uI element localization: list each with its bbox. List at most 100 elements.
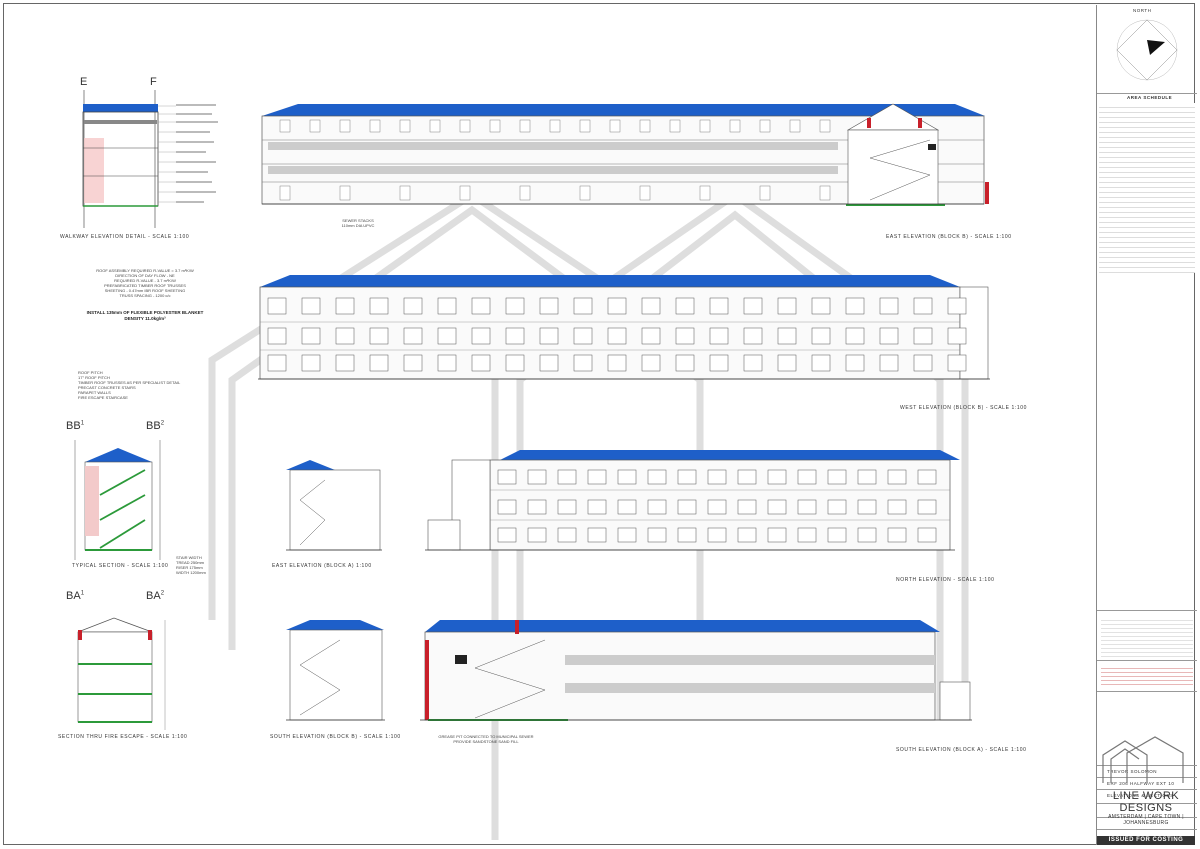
window: [557, 499, 577, 515]
east-elevation-block-a: [286, 460, 382, 551]
typical-notes: ROOF PITCH 17° ROOF PITCH TIMBER ROOF TR…: [78, 370, 181, 400]
window: [505, 327, 525, 345]
window: [471, 327, 491, 345]
window: [709, 354, 729, 372]
revision-table: [1101, 665, 1193, 687]
window: [845, 297, 865, 315]
window: [811, 327, 831, 345]
drawing-sheet: [3, 3, 1195, 845]
window: [917, 499, 937, 515]
window: [707, 469, 727, 485]
company-name: LINE WORK DESIGNS: [1112, 790, 1180, 814]
window: [675, 327, 695, 345]
window: [497, 527, 517, 543]
window: [647, 469, 667, 485]
caption-walkway: WALKWAY ELEVATION DETAIL - SCALE 1:100: [60, 234, 190, 240]
east-elevation-block-b: [261, 103, 989, 206]
window: [857, 527, 877, 543]
window: [797, 527, 817, 543]
window: [707, 499, 727, 515]
window: [857, 499, 877, 515]
window: [573, 327, 593, 345]
window: [403, 327, 423, 345]
window: [887, 469, 907, 485]
north-compass: [1116, 19, 1178, 81]
window: [587, 469, 607, 485]
section-bb1-label: BB1: [66, 420, 85, 432]
window: [607, 327, 627, 345]
caption-section-fire: SECTION THRU FIRE ESCAPE - SCALE 1:100: [58, 734, 188, 740]
window: [767, 499, 787, 515]
gridline-e-label: E: [80, 76, 88, 88]
window: [369, 327, 389, 345]
window: [777, 297, 797, 315]
revision-notes: [1101, 617, 1193, 657]
window: [917, 469, 937, 485]
window: [947, 354, 967, 372]
window: [737, 469, 757, 485]
typical-section: [74, 440, 161, 560]
caption-west: WEST ELEVATION (BLOCK B) - SCALE 1:100: [900, 405, 1027, 411]
window: [677, 527, 697, 543]
window: [647, 527, 667, 543]
window: [743, 297, 763, 315]
window: [913, 354, 933, 372]
caption-typical-section: TYPICAL SECTION - SCALE 1:100: [72, 563, 169, 569]
window: [557, 469, 577, 485]
window: [641, 354, 661, 372]
window: [301, 327, 321, 345]
window: [797, 469, 817, 485]
drawing-title: ELEVATIONS & SECTIONS: [1107, 793, 1174, 798]
sewer-south-note: GREASE PIT CONNECTED TO MUNICIPAL SEWER …: [438, 734, 534, 744]
window: [369, 297, 389, 315]
gridline-f-label: F: [150, 76, 157, 88]
company-cities: AMSTERDAM | CAPE TOWN | JOHANNESBURG: [1108, 814, 1184, 826]
window: [887, 527, 907, 543]
window: [827, 469, 847, 485]
window: [767, 469, 787, 485]
window: [573, 354, 593, 372]
window: [505, 354, 525, 372]
window: [527, 469, 547, 485]
south-elevation-block-a: [420, 620, 972, 721]
window: [677, 499, 697, 515]
window: [539, 327, 559, 345]
window: [845, 354, 865, 372]
window: [335, 297, 355, 315]
section-fire-escape: [77, 617, 166, 730]
window: [437, 297, 457, 315]
window: [845, 327, 865, 345]
walkway-elevation: [82, 90, 218, 228]
section-notes: STAIR WIDTH TREAD 250mm RISER 175mm WIDT…: [176, 555, 206, 575]
window: [947, 297, 967, 315]
window: [437, 327, 457, 345]
window: [369, 354, 389, 372]
window: [675, 297, 695, 315]
window: [505, 297, 525, 315]
window: [573, 297, 593, 315]
sewer-east-note: SEWER STACKS 110mm DIA UPVC: [341, 218, 375, 228]
schedule-title: AREA SCHEDULE: [1127, 95, 1173, 100]
window: [641, 297, 661, 315]
window: [403, 297, 423, 315]
window: [879, 327, 899, 345]
window: [797, 499, 817, 515]
window: [437, 354, 457, 372]
window: [527, 499, 547, 515]
logo-house-icon: [1102, 736, 1184, 783]
window: [879, 297, 899, 315]
caption-south-block-b: SOUTH ELEVATION (BLOCK B) - SCALE 1:100: [270, 734, 401, 740]
window: [471, 354, 491, 372]
window: [827, 499, 847, 515]
title-block: NORTH AREA SCHEDULE TREVOR SOLOMON ERF 2…: [1096, 5, 1197, 845]
window: [539, 354, 559, 372]
window: [709, 327, 729, 345]
window: [539, 297, 559, 315]
window: [641, 327, 661, 345]
window: [917, 527, 937, 543]
north-elevation: [425, 450, 960, 551]
section-ba1-label: BA1: [66, 590, 85, 602]
window: [677, 469, 697, 485]
window: [497, 469, 517, 485]
